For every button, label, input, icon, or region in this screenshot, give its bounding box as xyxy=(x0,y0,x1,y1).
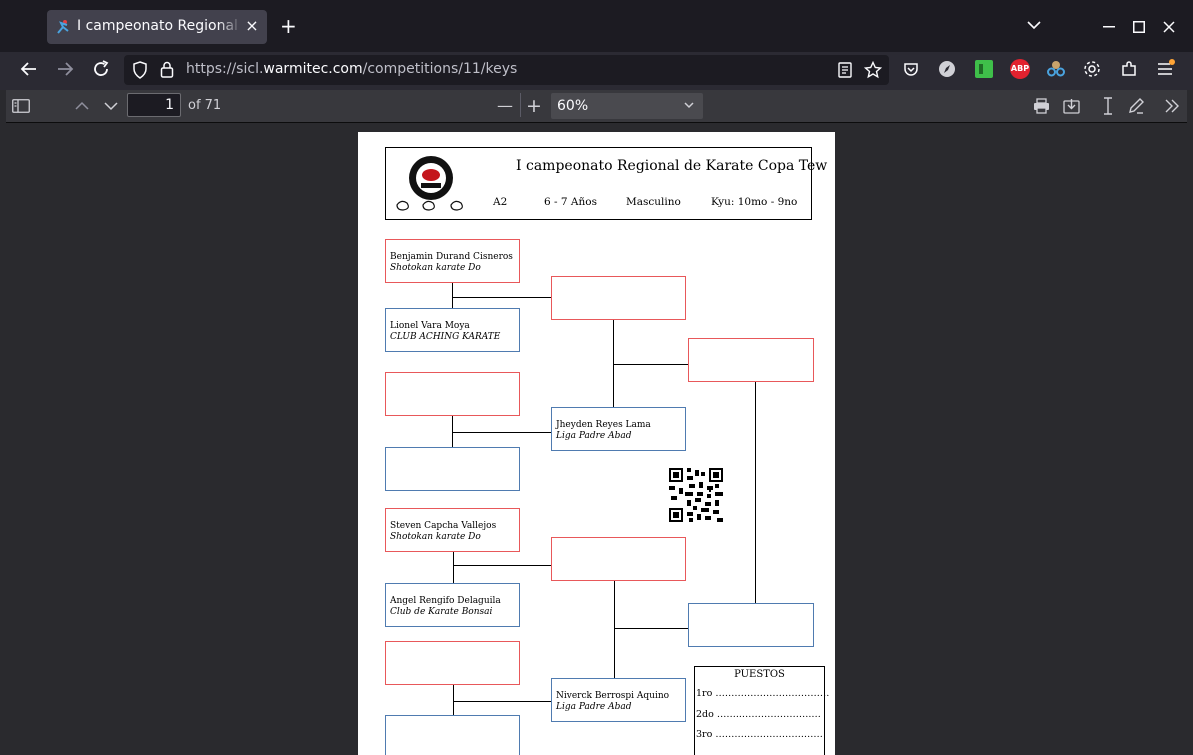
competitor-name: Benjamin Durand Cisneros xyxy=(390,252,513,262)
previous-page-chevron-icon[interactable] xyxy=(75,101,89,111)
group-label: A2 xyxy=(493,196,508,208)
bracket-connector xyxy=(755,382,756,603)
tracking-protection-shield-icon[interactable] xyxy=(132,61,148,79)
bracket-connector xyxy=(452,432,551,433)
bracket-slot-7 xyxy=(385,641,520,685)
bookmark-star-icon[interactable] xyxy=(864,61,882,79)
url-path: /competitions/11/keys xyxy=(362,61,518,77)
competitor-name: Lionel Vara Moya xyxy=(390,321,470,331)
sidebar-toggle-icon[interactable] xyxy=(12,99,30,113)
draw-pen-icon[interactable] xyxy=(1127,97,1145,115)
minimize-icon[interactable] xyxy=(1103,26,1115,28)
bracket-connector xyxy=(452,297,551,298)
competitor-name: Angel Rengifo Delaguila xyxy=(390,596,501,606)
competitor-name: Niverck Berrospi Aquino xyxy=(556,691,670,701)
bracket-slot-semifinal-2 xyxy=(688,603,814,647)
bracket-connector xyxy=(452,283,453,308)
page-number-input[interactable]: 1 xyxy=(127,93,181,117)
bracket-connector xyxy=(453,565,551,566)
url-host: warmitec.com xyxy=(263,61,363,77)
zoom-value: 60% xyxy=(557,98,589,114)
qr-code-icon xyxy=(669,468,723,522)
maximize-icon[interactable] xyxy=(1133,21,1145,33)
zoom-in-button[interactable]: + xyxy=(526,95,542,117)
kyu-label: Kyu: 10mo - 9no xyxy=(711,196,798,208)
list-tabs-chevron-icon[interactable] xyxy=(1027,20,1041,30)
settings-gear-icon[interactable] xyxy=(1083,60,1101,78)
zoom-out-button[interactable]: — xyxy=(497,96,513,115)
bracket-slot-2: Lionel Vara Moya CLUB ACHING KARATE xyxy=(385,308,520,352)
placement-first: 1ro ……………………………… xyxy=(696,688,830,699)
placement-second: 2do ……..………………….… xyxy=(696,709,821,720)
bracket-connector xyxy=(453,552,454,583)
tab-close-button[interactable]: × xyxy=(245,16,259,35)
reader-view-icon[interactable] xyxy=(838,62,852,78)
forward-arrow-icon[interactable] xyxy=(56,61,74,77)
bracket-slot-round2-1 xyxy=(551,276,686,320)
new-tab-button[interactable]: + xyxy=(280,14,297,38)
karate-favicon-icon xyxy=(57,20,69,34)
pocket-save-icon[interactable] xyxy=(902,60,920,78)
gender-label: Masculino xyxy=(626,196,681,208)
bracket-connector xyxy=(452,416,453,447)
back-arrow-icon[interactable] xyxy=(20,61,38,77)
bracket-connector xyxy=(613,364,688,365)
lock-icon[interactable] xyxy=(160,61,174,78)
bracket-slot-round2-3 xyxy=(551,537,686,581)
bracket-slot-4 xyxy=(385,447,520,491)
placements-box: PUESTOS 1ro ……………………………… 2do ……..…………………… xyxy=(694,666,829,755)
reload-icon[interactable] xyxy=(92,60,110,78)
competitor-club: Shotokan karate Do xyxy=(390,532,481,542)
competitor-name: Jheyden Reyes Lama xyxy=(556,420,651,430)
placements-title: PUESTOS xyxy=(734,669,785,680)
page-total-label: of 71 xyxy=(188,98,222,113)
competitor-club: Shotokan karate Do xyxy=(390,263,481,273)
bracket-connector xyxy=(613,320,614,407)
bracket-connector xyxy=(453,701,551,702)
competitor-club: Liga Padre Abad xyxy=(556,431,632,441)
zoom-dropdown-chevron-icon xyxy=(684,102,694,109)
bracket-slot-1: Benjamin Durand Cisneros Shotokan karate… xyxy=(385,239,520,283)
bracket-slot-semifinal-1 xyxy=(688,338,814,382)
pdf-page: I campeonato Regional de Karate Copa Tew… xyxy=(358,132,835,755)
print-icon[interactable] xyxy=(1033,98,1050,114)
document-header-box xyxy=(385,147,812,220)
tournament-title: I campeonato Regional de Karate Copa Tew xyxy=(516,158,828,174)
url-bar[interactable]: https://sicl.warmitec.com/competitions/1… xyxy=(124,55,889,85)
tools-double-chevron-icon[interactable] xyxy=(1164,99,1180,113)
competitor-name: Steven Capcha Vallejos xyxy=(390,521,497,531)
competitor-club: Club de Karate Bonsai xyxy=(390,607,493,617)
next-page-chevron-icon[interactable] xyxy=(104,101,118,111)
download-save-icon[interactable] xyxy=(1063,98,1080,114)
extension-green-grid-icon[interactable] xyxy=(975,60,993,78)
zoom-separator xyxy=(520,93,521,117)
app-menu-icon[interactable] xyxy=(1156,58,1176,78)
extensions-puzzle-icon[interactable] xyxy=(1120,60,1138,78)
bracket-slot-5: Steven Capcha Vallejos Shotokan karate D… xyxy=(385,508,520,552)
bracket-connector xyxy=(614,581,615,678)
zoom-select[interactable]: 60% xyxy=(551,93,703,119)
competitor-club: CLUB ACHING KARATE xyxy=(390,332,501,342)
bracket-slot-3 xyxy=(385,372,520,416)
tab-title: I campeonato Regional de Karate Copa Tew xyxy=(77,18,242,34)
placement-third: 3ro ……………………….…… xyxy=(696,729,823,740)
extension-compass-icon[interactable] xyxy=(938,60,956,78)
adblock-plus-icon[interactable]: ABP xyxy=(1010,59,1030,79)
url-text[interactable]: https://sicl.warmitec.com/competitions/1… xyxy=(186,61,517,77)
tab-active[interactable]: I campeonato Regional de Karate Copa Tew… xyxy=(47,10,267,44)
bracket-slot-round2-2: Jheyden Reyes Lama Liga Padre Abad xyxy=(551,407,686,451)
bracket-connector xyxy=(614,628,688,629)
competitor-club: Liga Padre Abad xyxy=(556,702,632,712)
dojo-logo-icon xyxy=(396,156,463,211)
close-window-icon[interactable] xyxy=(1163,21,1175,33)
text-cursor-tool-icon[interactable] xyxy=(1102,97,1114,115)
bracket-slot-round2-4: Niverck Berrospi Aquino Liga Padre Abad xyxy=(551,678,686,722)
url-prefix: https://sicl. xyxy=(186,61,264,77)
bracket-connector xyxy=(453,685,454,715)
age-label: 6 - 7 Años xyxy=(544,196,597,208)
extension-glasses-icon[interactable] xyxy=(1046,60,1066,78)
bracket-slot-6: Angel Rengifo Delaguila Club de Karate B… xyxy=(385,583,520,627)
bracket-slot-8 xyxy=(385,715,520,755)
